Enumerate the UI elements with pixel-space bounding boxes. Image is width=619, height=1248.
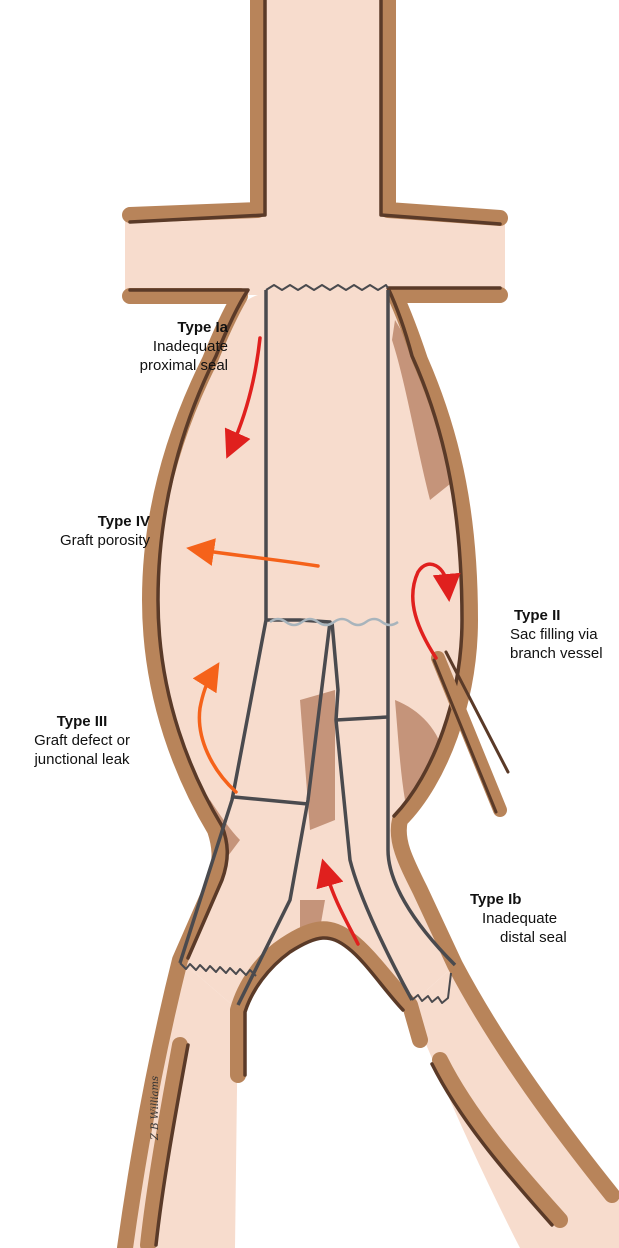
label-type-iv-desc-1: Graft porosity bbox=[30, 531, 150, 550]
label-type-iii-desc-1: Graft defect or bbox=[12, 731, 152, 750]
label-type-ib-desc-2: distal seal bbox=[470, 928, 580, 947]
label-type-ia-desc-1: Inadequate bbox=[130, 337, 228, 356]
label-type-ii-desc-1: Sac filling via bbox=[510, 625, 618, 644]
label-type-ia: Type Ia Inadequate proximal seal bbox=[130, 318, 228, 375]
label-type-ia-title: Type Ia bbox=[130, 318, 228, 337]
label-type-iii-title: Type III bbox=[12, 712, 152, 731]
label-type-ia-desc-2: proximal seal bbox=[130, 356, 228, 375]
label-type-ii-title: Type II bbox=[510, 606, 618, 625]
label-type-iv: Type IV Graft porosity bbox=[30, 512, 150, 550]
label-type-ib-desc-1: Inadequate bbox=[470, 909, 580, 928]
artist-signature: Z B Williams bbox=[150, 1076, 161, 1140]
label-type-iii-desc-2: junctional leak bbox=[12, 750, 152, 769]
label-type-iii: Type III Graft defect or junctional leak bbox=[12, 712, 152, 769]
label-type-ii: Type II Sac filling via branch vessel bbox=[510, 606, 618, 663]
label-type-ib-title: Type Ib bbox=[470, 890, 580, 909]
label-type-ib: Type Ib Inadequate distal seal bbox=[470, 890, 580, 947]
label-type-ii-desc-2: branch vessel bbox=[510, 644, 618, 663]
label-type-iv-title: Type IV bbox=[30, 512, 150, 531]
